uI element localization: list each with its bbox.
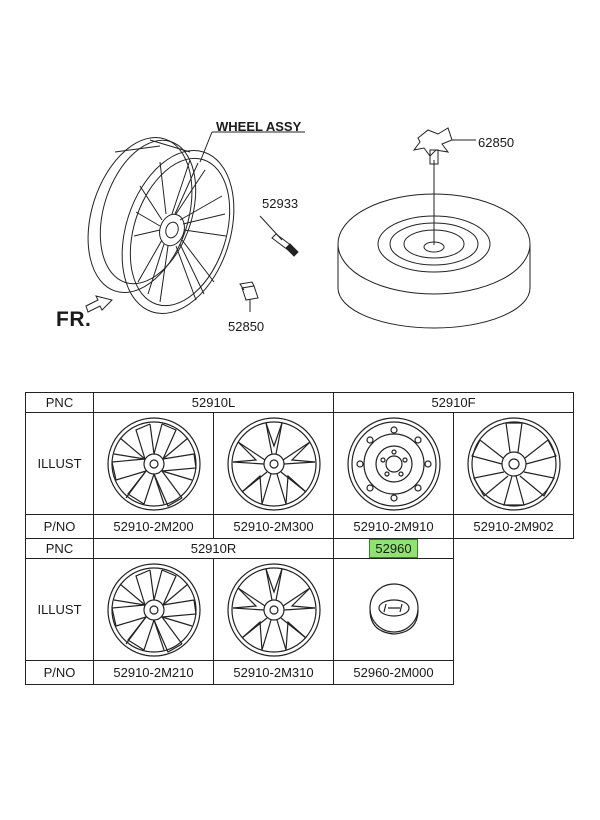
wheel-illustration[interactable] [453, 412, 574, 515]
pnc-cell: 52910L [93, 392, 334, 413]
pnc-cell: 52910F [333, 392, 574, 413]
exploded-diagram: WHEEL ASSY 52933 52850 62850 FR. [0, 0, 600, 380]
alloy-wheel-icon [106, 562, 201, 657]
pno-row-label: P/NO [25, 660, 94, 685]
hub-cap-icon [368, 582, 419, 635]
empty-cell [454, 559, 574, 661]
parts-table: PNC 52910L 52910F ILLUST [25, 392, 574, 685]
alloy-wheel-icon [226, 416, 321, 511]
pnc-row-label: PNC [25, 392, 94, 413]
lug-nut-drawing [239, 281, 259, 312]
wheel-assy-label: WHEEL ASSY [216, 119, 302, 134]
wheel-illustration[interactable] [213, 558, 334, 661]
pnc-row-label: PNC [25, 538, 94, 559]
part-number-cell[interactable]: 52910-2M902 [453, 514, 574, 539]
lock-nut-drawing [412, 127, 476, 165]
valve-part-label: 52933 [262, 196, 299, 211]
table-row: PNC 52910L 52910F [25, 392, 574, 413]
pno-row-label: P/NO [25, 514, 94, 539]
hub-cap-illustration[interactable] [333, 558, 454, 661]
table-row: P/NO 52910-2M210 52910-2M310 52960-2M000 [25, 660, 574, 685]
illust-row-label: ILLUST [25, 558, 94, 661]
wheel-illustration[interactable] [213, 412, 334, 515]
pnc-cell-highlighted[interactable]: 52960 [333, 538, 454, 559]
wheel-illustration[interactable] [93, 558, 214, 661]
part-number-cell[interactable]: 52960-2M000 [333, 660, 454, 685]
part-number-cell[interactable]: 52910-2M300 [213, 514, 334, 539]
table-row: ILLUST [25, 558, 574, 661]
highlighted-pnc-badge[interactable]: 52960 [369, 539, 418, 558]
part-number-cell[interactable]: 52910-2M210 [93, 660, 214, 685]
wheel-assembly-drawing [87, 136, 235, 314]
spare-tire-drawing [337, 160, 531, 329]
diagram-drawing [85, 127, 531, 329]
pnc-cell: 52910R [93, 538, 334, 559]
alloy-wheel-icon [466, 416, 561, 511]
empty-cell [454, 539, 574, 559]
wheel-illustration[interactable] [93, 412, 214, 515]
part-number-cell[interactable]: 52910-2M310 [213, 660, 334, 685]
illust-row-label: ILLUST [25, 412, 94, 515]
front-arrow-drawing [85, 295, 113, 313]
empty-cell [454, 661, 574, 685]
lock-nut-part-label: 62850 [478, 135, 515, 150]
wheel-illustration[interactable] [333, 412, 454, 515]
part-number-cell[interactable]: 52910-2M910 [333, 514, 454, 539]
table-row: PNC 52910R 52960 [25, 538, 574, 559]
table-row: P/NO 52910-2M200 52910-2M300 52910-2M910… [25, 514, 574, 539]
steel-wheel-icon [346, 416, 441, 511]
alloy-wheel-icon [106, 416, 201, 511]
valve-drawing [259, 215, 299, 257]
part-number-cell[interactable]: 52910-2M200 [93, 514, 214, 539]
nut-part-label: 52850 [228, 319, 265, 334]
front-direction-label: FR. [56, 308, 92, 331]
alloy-wheel-icon [226, 562, 321, 657]
table-row: ILLUST [25, 412, 574, 515]
